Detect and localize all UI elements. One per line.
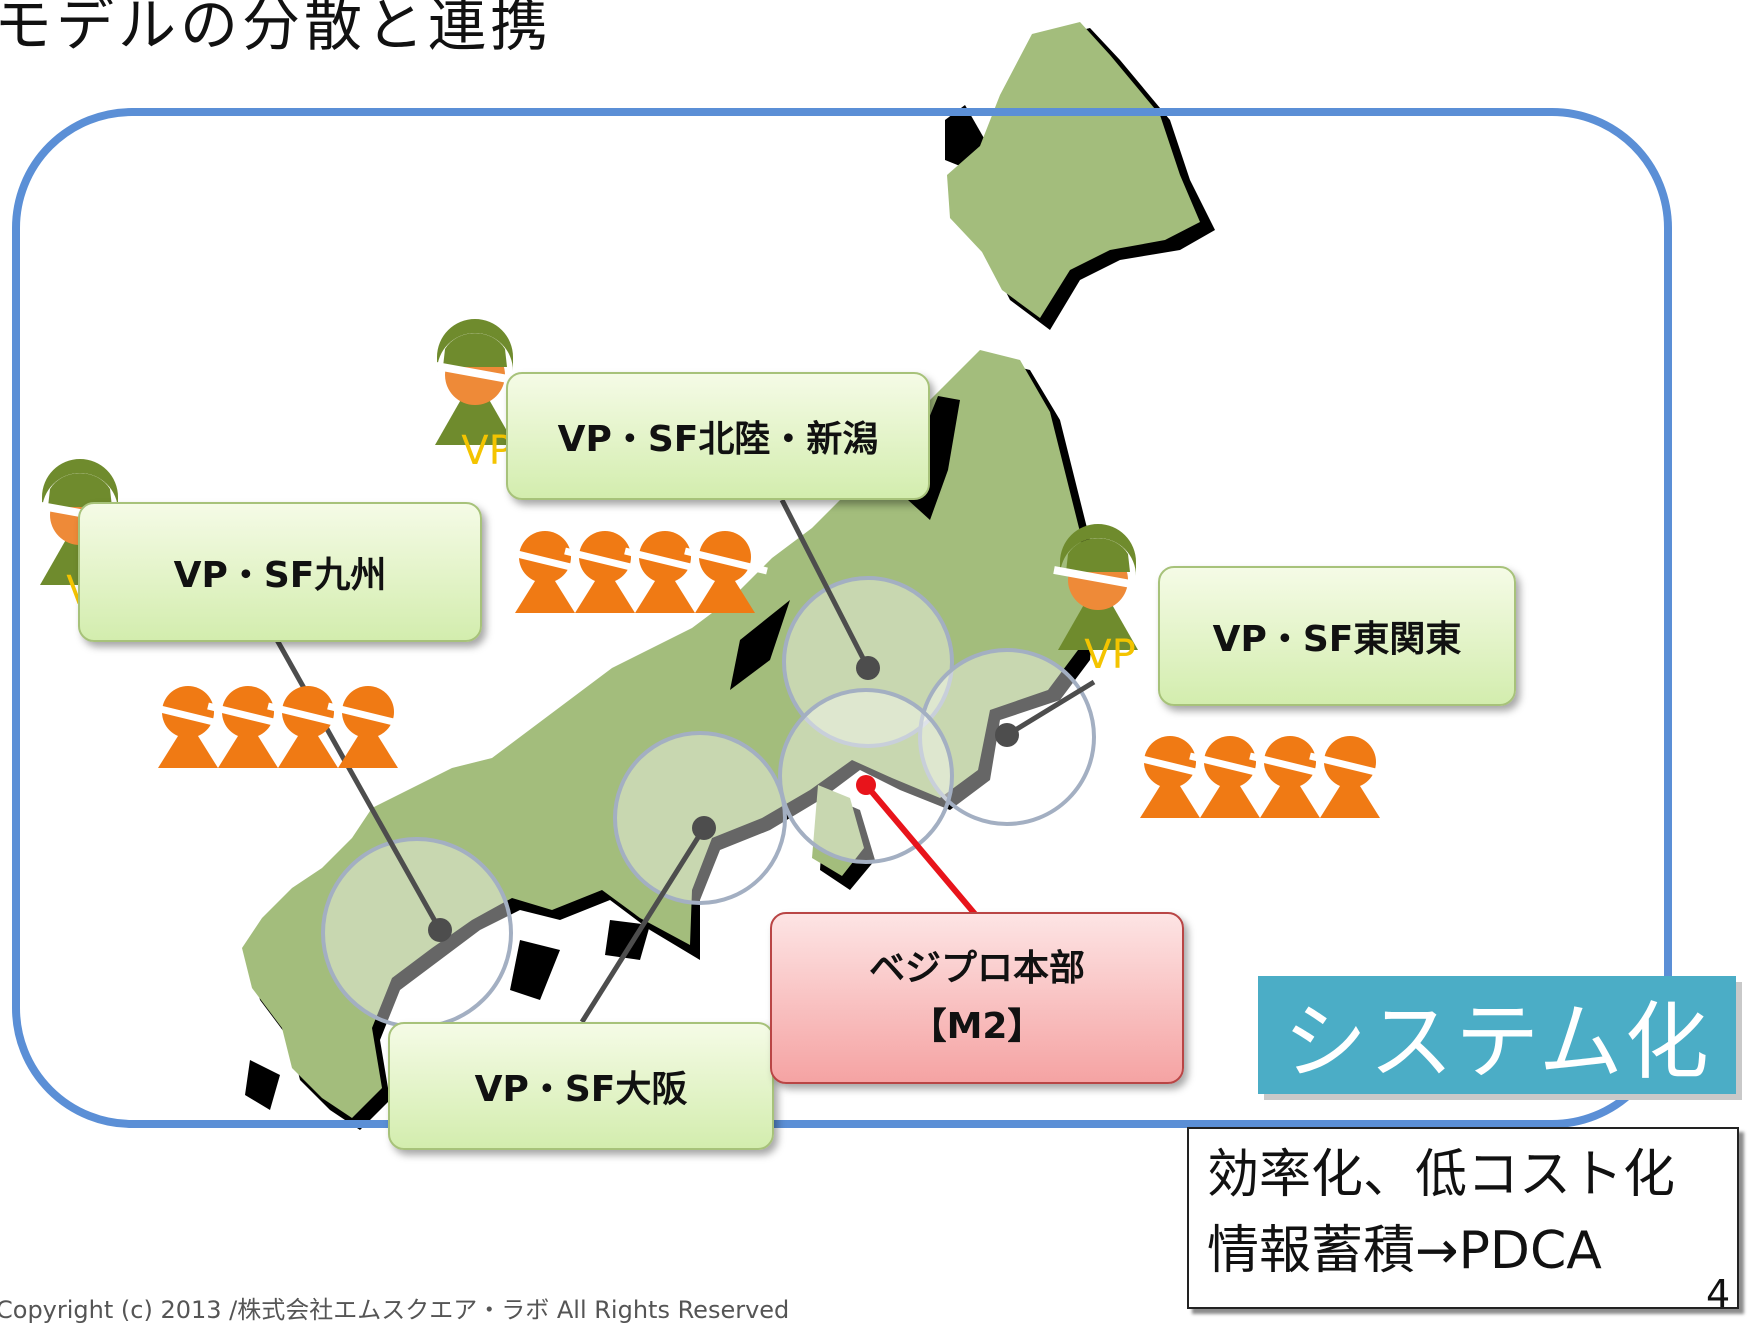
- hq-code: 【M2】: [910, 1006, 1044, 1047]
- region-box-higashikanto: VP・SF東関東: [1158, 566, 1516, 706]
- map-land: [242, 22, 1200, 1118]
- region-box-hokuriku: VP・SF北陸・新潟: [506, 372, 930, 500]
- hq-box: ベジプロ本部 【M2】: [770, 912, 1184, 1084]
- connector-osaka: [579, 826, 707, 1024]
- connector-hq: [863, 783, 983, 922]
- system-label: システム化: [1258, 976, 1736, 1094]
- merits-box: 効率化、低コスト化 情報蓄積→PDCA: [1187, 1127, 1739, 1309]
- dot-hq: [856, 775, 876, 795]
- region-label-higashikanto: VP・SF東関東: [1212, 619, 1462, 660]
- connector-higashikanto: [1005, 679, 1096, 738]
- dot-higashikanto: [995, 723, 1019, 747]
- merit-line-pdca: 情報蓄積→PDCA: [1207, 1221, 1602, 1281]
- merit-line-efficiency: 効率化、低コスト化: [1207, 1145, 1676, 1205]
- network-frame: [12, 108, 1672, 1128]
- region-box-kyushu: VP・SF九州: [78, 502, 482, 642]
- dot-osaka: [692, 816, 716, 840]
- page-number: 4: [1706, 1272, 1731, 1316]
- copyright-notice: Copyright (c) 2013 /株式会社エムスクエア・ラボ All Ri…: [0, 1296, 790, 1324]
- connector-hokuriku: [779, 498, 871, 670]
- connector-dots: [428, 656, 1019, 942]
- vp-badge-higashikanto: VP: [1084, 632, 1135, 678]
- vp-badge-hokuriku: VP: [461, 428, 512, 474]
- region-label-hokuriku: VP・SF北陸・新潟: [557, 419, 879, 460]
- dot-kyushu: [428, 918, 452, 942]
- region-label-osaka: VP・SF大阪: [474, 1069, 688, 1110]
- hq-label: ベジプロ本部: [868, 948, 1085, 989]
- dot-hokuriku: [856, 656, 880, 680]
- page-title: モデルの分散と連携: [0, 0, 553, 59]
- region-label-kyushu: VP・SF九州: [173, 555, 387, 596]
- region-box-osaka: VP・SF大阪: [388, 1022, 774, 1150]
